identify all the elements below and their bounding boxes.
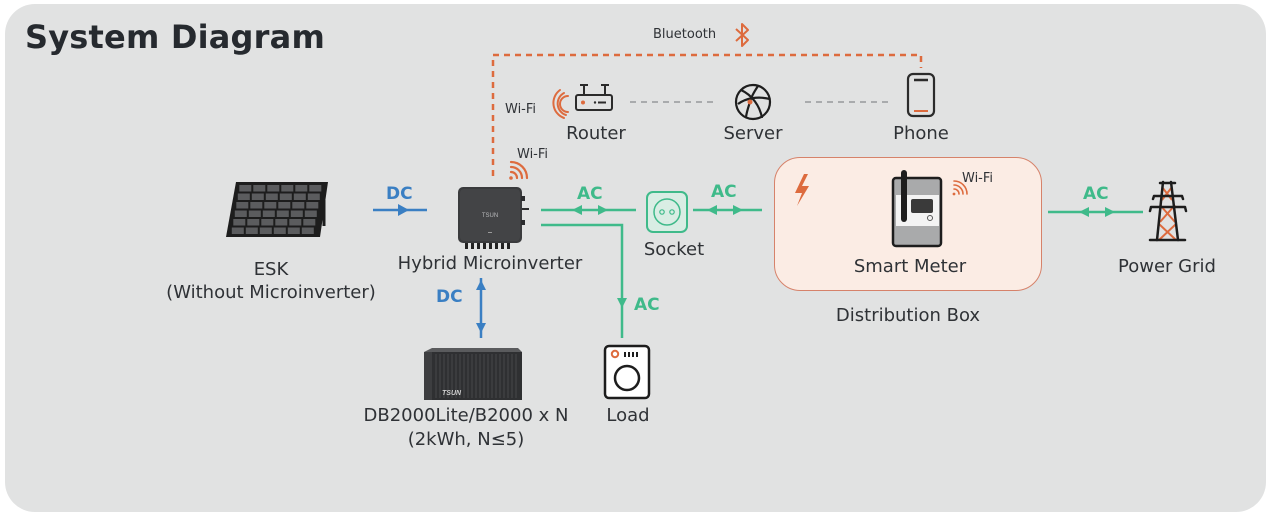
ac-link-box-grid bbox=[1048, 207, 1143, 217]
esk-label: ESK bbox=[253, 259, 289, 280]
solar-cell bbox=[287, 227, 300, 234]
solar-cell bbox=[301, 227, 314, 234]
svg-text:TSUN: TSUN bbox=[482, 213, 498, 219]
esk-sublabel: (Without Microinverter) bbox=[166, 282, 376, 303]
solar-cell bbox=[289, 219, 302, 226]
svg-text:TSUN: TSUN bbox=[442, 390, 462, 397]
washing-machine-icon bbox=[603, 344, 651, 400]
router-icon bbox=[575, 84, 613, 111]
dc-label-battery: DC bbox=[436, 287, 463, 307]
solar-cell bbox=[237, 193, 250, 200]
solar-cell bbox=[306, 202, 319, 209]
phone-icon bbox=[906, 72, 936, 118]
socket-label: Socket bbox=[643, 239, 705, 260]
solar-cell bbox=[307, 193, 320, 200]
battery-icon: TSUN bbox=[424, 348, 522, 400]
solar-cell bbox=[279, 193, 292, 200]
solar-cell bbox=[233, 219, 246, 226]
solar-cell bbox=[267, 185, 280, 192]
solar-cell bbox=[303, 219, 316, 226]
server-label: Server bbox=[723, 123, 783, 144]
solar-cell bbox=[247, 219, 260, 226]
solar-cell bbox=[259, 227, 272, 234]
battery-label: DB2000Lite/B2000 x N bbox=[363, 405, 569, 426]
transmission-tower-icon bbox=[1148, 180, 1188, 242]
solar-cell bbox=[309, 185, 322, 192]
socket-icon bbox=[646, 191, 688, 233]
wifi-signal-icon bbox=[552, 89, 569, 119]
solar-cell bbox=[253, 185, 266, 192]
solar-cell bbox=[248, 210, 261, 217]
power-grid-label: Power Grid bbox=[1118, 256, 1216, 277]
solar-cell bbox=[278, 202, 291, 209]
lightning-icon bbox=[795, 174, 809, 206]
smart-meter-label: Smart Meter bbox=[853, 256, 967, 277]
wifi-signal-icon bbox=[509, 160, 529, 180]
router-label: Router bbox=[566, 123, 626, 144]
bluetooth-label: Bluetooth bbox=[653, 27, 717, 42]
solar-cell bbox=[265, 193, 278, 200]
solar-cell bbox=[231, 227, 244, 234]
solar-cell bbox=[293, 193, 306, 200]
ac-link-inverter-load bbox=[541, 223, 627, 338]
dc-label-esk: DC bbox=[386, 184, 413, 204]
distribution-box-label: Distribution Box bbox=[835, 305, 981, 326]
dc-link-esk bbox=[373, 204, 427, 216]
solar-cell bbox=[275, 219, 288, 226]
solar-cell bbox=[239, 185, 252, 192]
solar-cell bbox=[295, 185, 308, 192]
solar-cell bbox=[276, 210, 289, 217]
solar-cell bbox=[250, 202, 263, 209]
solar-cell bbox=[251, 193, 264, 200]
dc-link-battery bbox=[476, 278, 486, 338]
diagram-card bbox=[5, 4, 1266, 512]
smart-meter-icon bbox=[891, 170, 943, 248]
bluetooth-icon bbox=[735, 23, 749, 47]
page-title: System Diagram bbox=[25, 18, 325, 56]
inverter-wifi-label: Wi-Fi bbox=[517, 147, 549, 162]
inverter-icon: TSUN bbox=[458, 187, 529, 249]
solar-cell bbox=[245, 227, 258, 234]
ac-label-socket-box: AC bbox=[711, 182, 737, 202]
bluetooth-link bbox=[491, 53, 923, 176]
solar-cell bbox=[262, 210, 275, 217]
ac-link-inverter-socket bbox=[541, 205, 636, 215]
solar-cell bbox=[234, 210, 247, 217]
solar-cell bbox=[290, 210, 303, 217]
solar-cell bbox=[281, 185, 294, 192]
solar-cell bbox=[261, 219, 274, 226]
battery-sublabel: (2kWh, N≤5) bbox=[407, 429, 525, 450]
solar-cell bbox=[292, 202, 305, 209]
ac-label-grid: AC bbox=[1083, 184, 1109, 204]
globe-icon bbox=[734, 83, 772, 121]
phone-label: Phone bbox=[893, 123, 949, 144]
ac-link-socket-box bbox=[693, 205, 762, 215]
ac-label-load: AC bbox=[634, 295, 660, 315]
solar-panel-icon bbox=[226, 182, 328, 237]
solar-cell bbox=[304, 210, 317, 217]
solar-cell bbox=[236, 202, 249, 209]
router-wifi-label: Wi-Fi bbox=[505, 102, 537, 117]
inverter-label: Hybrid Microinverter bbox=[397, 253, 583, 274]
wifi-signal-icon bbox=[952, 180, 968, 196]
meter-wifi-label: Wi-Fi bbox=[962, 171, 994, 186]
solar-cell bbox=[273, 227, 286, 234]
ac-label-inverter-socket: AC bbox=[577, 184, 603, 204]
load-label: Load bbox=[606, 405, 650, 426]
solar-cell bbox=[264, 202, 277, 209]
